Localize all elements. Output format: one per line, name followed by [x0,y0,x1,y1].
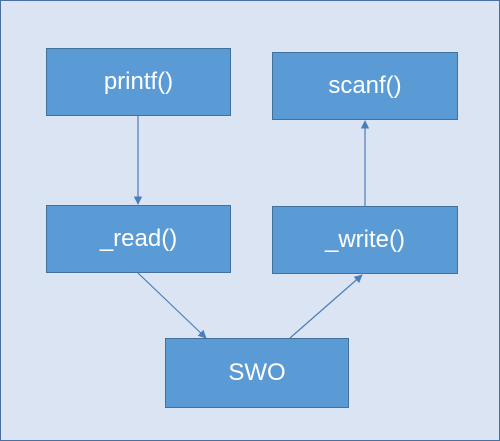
node-swo: SWO [165,338,349,408]
node-scanf: scanf() [272,52,458,120]
node-printf: printf() [46,48,231,116]
node-write: _write() [272,206,458,274]
node-swo-label: SWO [228,359,286,386]
node-read-label: _read() [99,225,178,252]
node-printf-label: printf() [103,68,174,95]
node-read: _read() [46,205,231,273]
node-write-label: _write() [324,226,405,253]
node-scanf-label: scanf() [328,72,402,99]
